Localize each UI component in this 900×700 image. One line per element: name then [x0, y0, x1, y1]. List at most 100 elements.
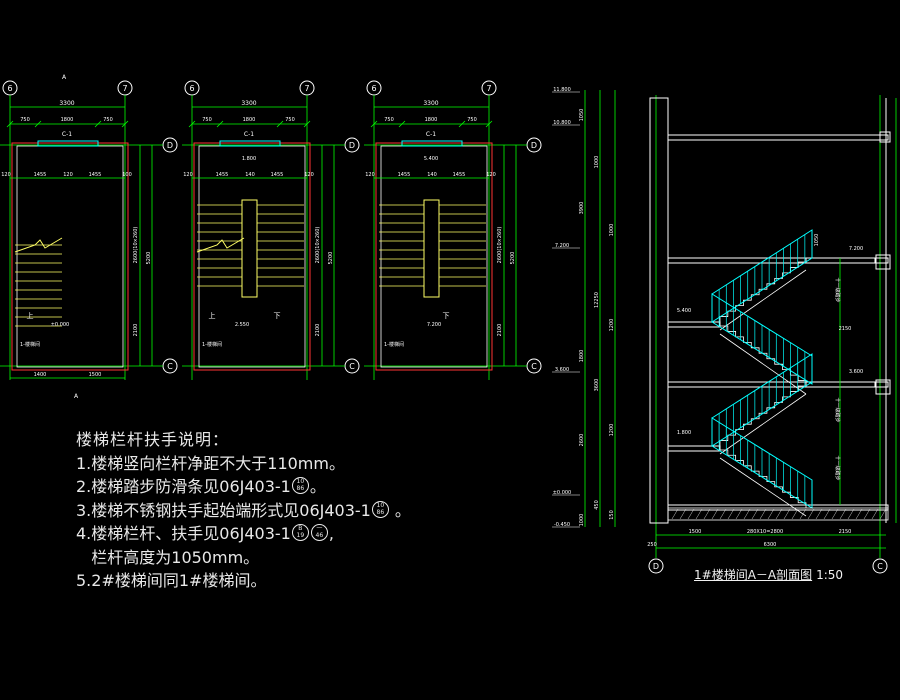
hatch-stroke — [759, 508, 767, 520]
dim-left: 1050 — [579, 109, 585, 122]
hatch-stroke — [799, 508, 807, 520]
axis-label: D — [349, 141, 355, 150]
axis-label: D — [653, 562, 659, 571]
elevation-label: ±0.000 — [51, 322, 70, 328]
axis-label: 6 — [189, 84, 194, 93]
dim-top: 750 — [384, 117, 394, 123]
hatch-stroke — [751, 508, 759, 520]
floor-slab — [667, 257, 889, 264]
elevation-label: 3.600 — [555, 367, 569, 373]
landing — [805, 381, 876, 388]
hatch-stroke — [863, 508, 871, 520]
dim-wall: 1455 — [398, 172, 411, 178]
dim-wall: 140 — [427, 172, 437, 178]
floor-slab — [667, 134, 889, 141]
floor-slab — [667, 381, 889, 388]
dim-total: 3300 — [241, 100, 256, 107]
dim-top: 750 — [103, 117, 113, 123]
axis-label: D — [531, 141, 537, 150]
elevation-label: 10.800 — [553, 120, 571, 126]
dim-right: 2100 — [497, 324, 503, 337]
dim-top: 750 — [202, 117, 212, 123]
dim-wall: 1455 — [453, 172, 466, 178]
dim-tick — [34, 120, 42, 128]
dim-left: 1800 — [579, 350, 585, 363]
dim-left: 1200 — [609, 319, 615, 332]
axis-label: C — [167, 362, 173, 371]
elevation-label: 1.800 — [677, 430, 691, 436]
dim-right: 十一级踏步 — [834, 455, 841, 480]
dim-left: 3600 — [594, 379, 600, 392]
window-label: C-1 — [244, 131, 254, 138]
dim-bottom: 280X10=2800 — [747, 529, 783, 535]
wall-inner — [198, 145, 306, 368]
section-mark: A — [74, 393, 79, 400]
hatch-stroke — [711, 508, 719, 520]
axis-label: 7 — [304, 84, 309, 93]
dim-tick — [485, 120, 493, 128]
dim-tick — [370, 120, 378, 128]
stair-flight — [720, 449, 807, 508]
hatch-stroke — [831, 508, 839, 520]
dim-top: 1800 — [425, 117, 438, 123]
dim-left: 3900 — [579, 202, 585, 215]
dim-right: 2100 — [133, 324, 139, 337]
flight-soffit — [719, 333, 807, 395]
dim-tick — [458, 120, 466, 128]
hatch-stroke — [815, 508, 823, 520]
dim-right: 5200 — [146, 252, 152, 265]
landing — [667, 321, 721, 328]
dim-tick — [6, 120, 14, 128]
dim-top: 1800 — [61, 117, 74, 123]
dim-left: 1000 — [609, 224, 615, 237]
hatch-stroke — [687, 508, 695, 520]
hatch-stroke — [791, 508, 799, 520]
elevation-label: ±0.000 — [553, 490, 572, 496]
axis-label: C — [877, 562, 883, 571]
beam — [875, 379, 891, 395]
ground-hatch — [667, 507, 889, 521]
wall-outline — [193, 142, 311, 371]
axis-label: D — [167, 141, 173, 150]
hatch-stroke — [855, 508, 863, 520]
hatch-stroke — [671, 508, 679, 520]
elevation-label: 7.200 — [849, 246, 863, 252]
dim-right: 2600(10×260) — [315, 227, 321, 264]
room-label: 1-楼梯间 — [384, 341, 404, 348]
elevation-label: 1.800 — [242, 156, 256, 162]
break-line — [196, 237, 245, 253]
axis-bubble-left — [648, 558, 664, 574]
dim-right: 十一级踏步 — [834, 397, 841, 422]
landing — [805, 257, 876, 264]
dim-bottom: 1400 — [34, 372, 47, 378]
dim-bottom: 1500 — [89, 372, 102, 378]
dim-wall: 1455 — [89, 172, 102, 178]
notes-line-6: 5.2#楼梯间同1#楼梯间。 — [76, 571, 267, 590]
floor-slab — [667, 504, 889, 511]
axis-bubble-right — [872, 558, 888, 574]
stair-well — [423, 199, 440, 298]
stair-direction-up: 上 — [209, 311, 216, 320]
dim-total: 3300 — [59, 100, 74, 107]
hatch-stroke — [783, 508, 791, 520]
window — [37, 140, 99, 147]
beam — [875, 254, 891, 270]
dim-right: 十一级踏步 — [834, 277, 841, 302]
hatch-stroke — [879, 508, 887, 520]
dim-right: 5200 — [510, 252, 516, 265]
hatch-stroke — [727, 508, 735, 520]
hatch-stroke — [703, 508, 711, 520]
dim-tick — [303, 120, 311, 128]
dim-right: 2600(10×260) — [497, 227, 503, 264]
notes-line-5: 栏杆高度为1050mm。 — [76, 547, 260, 567]
elevation-label: 5.400 — [424, 156, 438, 162]
hatch-stroke — [847, 508, 855, 520]
dim-bottom: 250 — [647, 542, 657, 548]
dim-left: 150 — [609, 510, 615, 520]
window-label: C-1 — [426, 131, 436, 138]
elevation-label: 7.200 — [427, 322, 441, 328]
